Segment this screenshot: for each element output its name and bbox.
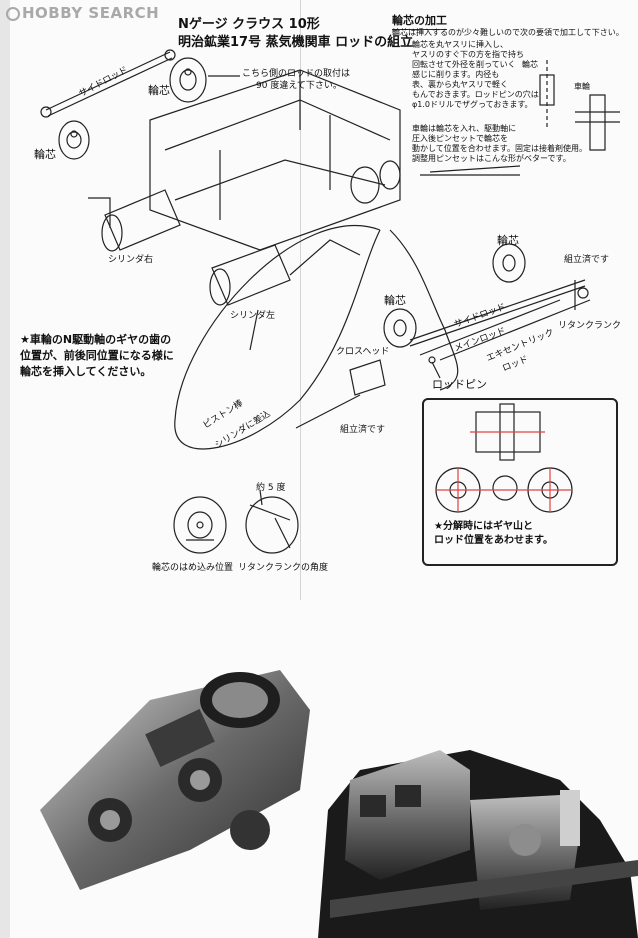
wheel-core-1-drawing <box>169 57 207 103</box>
main-rod <box>419 299 561 356</box>
label-rod-pin: ロッドピン <box>432 378 487 391</box>
side-rod-top <box>45 51 171 111</box>
wheel-core-processing-note: 輪芯の加工 輪芯は挿入するのが少々難しいので次の要領で加工して下さい。 輪芯を丸… <box>392 12 630 184</box>
wheel-core-4-drawing <box>383 308 417 348</box>
note-line: 表、裏から丸ヤスリで軽く <box>412 80 508 89</box>
note-line: 動かして位置を合わせます。固定は接着剤使用。 <box>412 144 587 153</box>
warning-line: 輪芯を挿入してください。 <box>20 365 152 378</box>
crosshead <box>349 359 386 396</box>
note-line: 調整用ピンセットはこんな形がベターです。 <box>412 154 571 163</box>
label-return-crank-angle: リタンクランクの角度 <box>238 563 329 573</box>
locomotive-photo <box>318 750 638 938</box>
note-line: φ1.0ドリルでザグっておきます。 <box>412 100 533 109</box>
eccentric-rod <box>439 299 591 361</box>
note-line: 感じに削ります。内径も <box>412 70 500 79</box>
note-line: 輪芯を丸ヤスリに挿入し、 <box>412 40 508 49</box>
title-line-2: 明治鉱業17号 蒸気機関車 ロッドの組立 <box>178 35 414 50</box>
label-wheel-core-3: 輪芯 <box>497 234 519 247</box>
product-photos <box>0 600 638 938</box>
label-rod-note-2: 90 度違えて下さい。 <box>256 81 342 91</box>
hobby-search-watermark: HOBBY SEARCH <box>6 4 159 22</box>
label-assembled-2: 組立済です <box>340 425 386 435</box>
side-rod <box>409 279 586 341</box>
label-cylinder-left: シリンダ左 <box>230 311 276 321</box>
gear-alignment-diagram <box>435 403 573 513</box>
sheet-edge <box>0 0 10 938</box>
wheel-core-3-drawing <box>492 243 526 283</box>
label-rod-note-1: こちら側のロッドの取付は <box>242 69 351 79</box>
wheel-core-drilling-diagram <box>420 60 620 176</box>
label-assembled-1: 組立済です <box>564 255 610 265</box>
label-cylinder-right: シリンダ右 <box>108 255 154 265</box>
gear-note-line: ロッド位置をあわせます。 <box>434 535 553 546</box>
gear-tooth-warning: ★車輪のN駆動軸のギヤの歯の 位置が、前後同位置になる様に 輪芯を挿入してくださ… <box>20 332 174 380</box>
note-line: 回転させて外径を削っていく <box>412 60 516 69</box>
label-wheel-core-1: 輪芯 <box>148 84 170 97</box>
label-wheel-core-4: 輪芯 <box>384 294 406 307</box>
label-core-fit-position: 輪芯のはめ込み位置 <box>152 563 234 573</box>
cylinder-left-drawing <box>209 244 291 306</box>
gear-alignment-note: ★分解時にはギヤ山と ロッド位置をあわせます。 <box>434 520 553 548</box>
piston-loop <box>174 225 381 450</box>
gear-note-line: ★分解時にはギヤ山と <box>434 521 533 532</box>
cylinder-right-drawing <box>101 189 181 252</box>
rod-pin <box>431 361 441 379</box>
watermark-logo-icon <box>6 7 20 21</box>
warning-line: ★車輪のN駆動軸のギヤの歯の <box>20 333 172 346</box>
wheel-core-fit-diagram <box>173 496 227 554</box>
label-wheel-core-2: 輪芯 <box>34 148 56 161</box>
gear-alignment-box <box>422 398 618 566</box>
note-line: 車輪は輪芯を入れ、駆動軸に <box>412 124 517 133</box>
frame-body <box>149 69 401 251</box>
label-angle-5deg: 約 5 度 <box>256 483 286 493</box>
note-line: ヤスリのすぐ下の方を指で持ち <box>412 50 524 59</box>
return-crank-angle-diagram <box>245 489 299 554</box>
wheel-core-2-drawing <box>58 120 90 160</box>
label-crosshead: クロスヘッド <box>336 347 390 357</box>
note-line: 輪芯は挿入するのが少々難しいので次の要領で加工して下さい。 <box>392 28 624 37</box>
page-fold <box>300 0 301 600</box>
note-heading: 輪芯の加工 <box>392 12 447 30</box>
note-line: 圧入後ピンセットで輪芯を <box>412 134 508 143</box>
note-label-wheel-core: 輪芯 <box>522 60 538 69</box>
note-label-wheel: 車輪 <box>574 82 590 91</box>
warning-line: 位置が、前後同位置になる様に <box>20 349 174 362</box>
title-line-1: Nゲージ クラウス 10形 <box>178 17 320 32</box>
page-title: Nゲージ クラウス 10形 明治鉱業17号 蒸気機関車 ロッドの組立 <box>178 16 413 52</box>
note-line: もんでおきます。ロッドピンの穴は <box>412 90 539 99</box>
chassis-photo <box>40 670 638 938</box>
label-return-crank: リタンクランク <box>558 321 622 331</box>
